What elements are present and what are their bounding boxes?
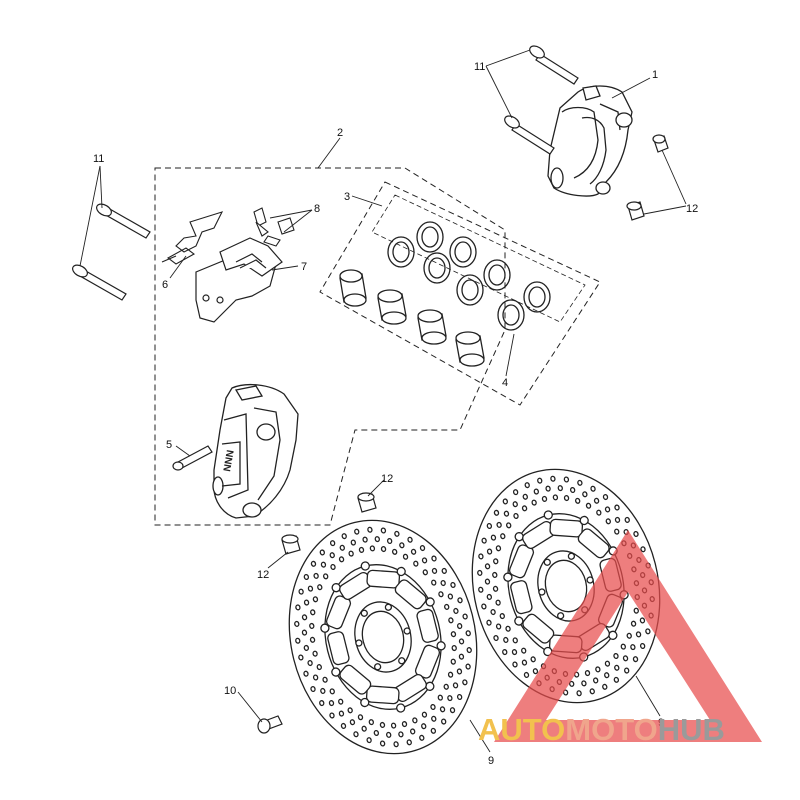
- caliper-bolt-left-1: [96, 203, 151, 239]
- brake-caliper-lower: NNN: [212, 383, 299, 519]
- leader-lines: [79, 49, 687, 753]
- callout-10: 10: [224, 685, 236, 697]
- watermark-text: AUTOMOTOHUB: [478, 712, 725, 748]
- caliper-bolt-left-2: [72, 264, 127, 301]
- callout-8: 8: [314, 203, 320, 215]
- callout-12-right: 12: [686, 203, 698, 215]
- watermark-logo-triangle: [494, 530, 762, 742]
- callout-7: 7: [301, 261, 307, 273]
- bleed-cap-mid: [357, 492, 377, 513]
- seal-kit-boundary: [154, 167, 506, 526]
- callout-2: 2: [337, 127, 343, 139]
- caliper-bolt-upper-1: [529, 45, 579, 85]
- callout-11-left: 11: [93, 153, 104, 165]
- callout-12-left: 12: [257, 569, 269, 581]
- svg-text:NNN: NNN: [222, 449, 237, 472]
- callout-1: 1: [652, 69, 658, 81]
- bleed-cap-left: [281, 534, 301, 555]
- watermark-moto: MOTO: [565, 712, 658, 747]
- disc-bolt: [257, 715, 283, 734]
- watermark-auto: AUTO: [478, 712, 566, 747]
- bleed-valve: [253, 207, 295, 247]
- callout-4: 4: [502, 377, 508, 389]
- brake-disc-left: [288, 519, 478, 755]
- callout-5: 5: [166, 439, 172, 451]
- pad-pin: [172, 445, 213, 471]
- pistons: [339, 269, 485, 367]
- pad-spring: [161, 211, 224, 265]
- callout-11-upper: 11: [474, 61, 485, 73]
- bleed-cap-upper-2: [626, 201, 645, 221]
- callout-3: 3: [344, 191, 350, 203]
- bleed-cap-upper-1: [652, 134, 669, 153]
- piston-seals: [387, 221, 551, 331]
- caliper-bolt-upper-2: [504, 115, 555, 155]
- callout-9-left: 9: [488, 755, 494, 767]
- callout-12-mid: 12: [381, 473, 393, 485]
- brake-pads: [195, 237, 283, 323]
- callout-6: 6: [162, 279, 168, 291]
- seal-set-boundary: [371, 194, 586, 323]
- watermark-hub: HUB: [657, 712, 725, 747]
- piston-kit-boundary: [319, 181, 601, 406]
- brake-caliper-upper: [547, 85, 633, 197]
